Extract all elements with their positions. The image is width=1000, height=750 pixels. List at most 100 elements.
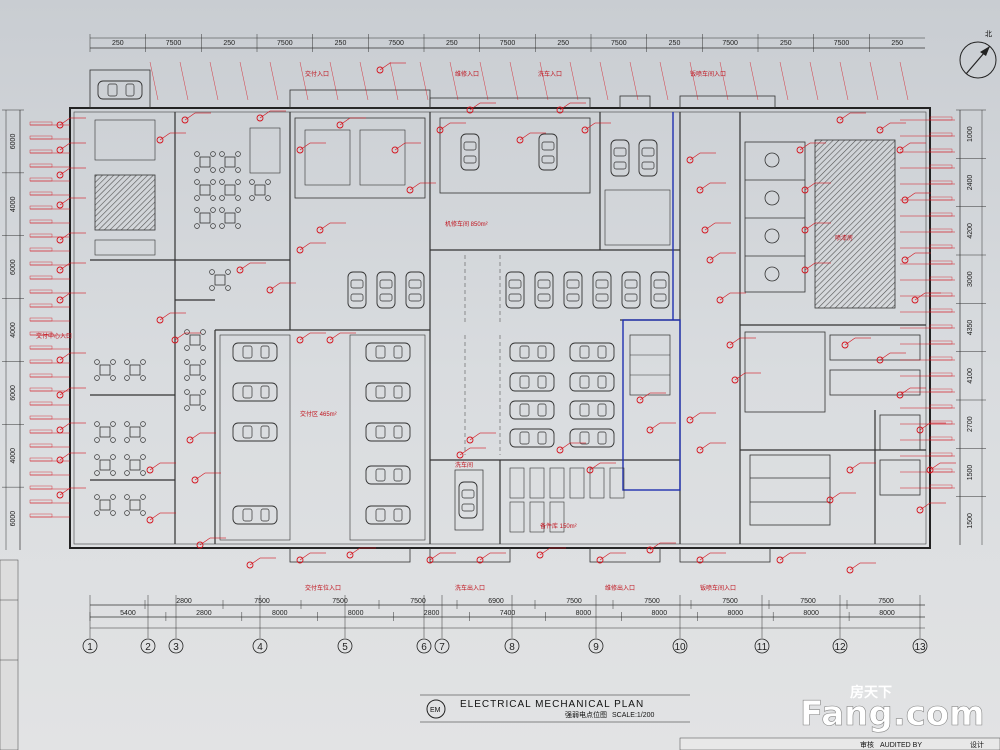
grid-bubble-number: 8 (509, 642, 515, 653)
grid-bubble-number: 13 (914, 642, 926, 653)
grid-bubble (337, 638, 353, 654)
grid-bubble-number: 1 (87, 642, 93, 653)
left-dimension-value: 6000 (10, 259, 17, 275)
grid-bubble-number: 3 (173, 642, 179, 653)
lift-bays-top (294, 117, 671, 246)
top-dimension-value: 250 (891, 40, 903, 47)
bottom-dimension-value: 2800 (176, 598, 192, 605)
grid-bubble (754, 638, 770, 654)
top-entrance-1-label: 交付入口 (305, 70, 329, 78)
top-dimension-value: 250 (669, 40, 681, 47)
grid-bubble-number: 2 (145, 642, 151, 653)
top-dimension-value: 7500 (166, 40, 182, 47)
top-dimension-value: 250 (112, 40, 124, 47)
bottom-dimension-value: 8000 (348, 610, 364, 617)
grid-bubble-number: 7 (439, 642, 445, 653)
left-dimension-value: 4000 (10, 196, 17, 212)
right-dimension-value: 4200 (967, 223, 974, 239)
grid-bubble (912, 638, 928, 654)
bottom-dimension-value: 7500 (332, 598, 348, 605)
right-dimension-value: 4100 (967, 368, 974, 384)
drawing-subtitle: 强弱电点位图 (565, 710, 607, 719)
bottom-dimension-value: 8000 (652, 610, 668, 617)
bottom-dimension-value: 2800 (424, 610, 440, 617)
right-dimension-value: 2700 (967, 416, 974, 432)
blue-partitions (622, 112, 681, 491)
fang-watermark: 房天下 Fang.com (800, 684, 985, 734)
grid-bubble (504, 638, 520, 654)
top-entrance-4-label: 钣喷车间入口 (690, 70, 726, 78)
left-dimension-value: 6000 (10, 385, 17, 401)
north-arrow: 北 (959, 30, 997, 79)
top-dimension-value: 250 (223, 40, 235, 47)
left-dimension-value: 6000 (10, 511, 17, 527)
top-dimension-value: 7500 (611, 40, 627, 47)
grid-bubble-number: 5 (342, 642, 348, 653)
drawing-symbol: EM (430, 707, 441, 714)
bottom-dimension-value: 7500 (254, 598, 270, 605)
bottom-dimension-value: 8000 (803, 610, 819, 617)
delivery-area-label: 交付区 465m² (300, 410, 337, 418)
bottom-dimension-value: 8000 (727, 610, 743, 617)
entrance-labels: 交付中心入口 交付入口 维修入口 洗车入口 钣喷车间入口 交付车位入口 洗车出入… (36, 70, 853, 592)
bottom-dimension-value: 8000 (879, 610, 895, 617)
top-dimension-value: 7500 (277, 40, 293, 47)
right-dimension-value: 1000 (967, 126, 974, 142)
paint-booth (814, 139, 896, 309)
left-dimension-line: 6000 4000 6000 4000 6000 4000 6000 (2, 109, 24, 550)
bottom-dimension-value: 5400 (120, 610, 136, 617)
grid-bubble-number: 6 (421, 642, 427, 653)
left-dimension-value: 4000 (10, 448, 17, 464)
left-dimension-value: 6000 (10, 134, 17, 150)
dashed-guides (464, 255, 501, 455)
parts-shelves (509, 467, 625, 533)
right-dimension-value: 4350 (967, 320, 974, 336)
electrical-annotations (29, 61, 957, 574)
left-entrance-label: 交付中心入口 (36, 332, 72, 340)
top-dimension-value: 7500 (388, 40, 404, 47)
bottom-dimension-value: 7500 (644, 598, 660, 605)
bottom-dimension-value: 8000 (576, 610, 592, 617)
office-furniture (94, 119, 281, 516)
bottom-entrance-2-label: 洗车出入口 (455, 584, 485, 592)
top-dimension-value: 250 (780, 40, 792, 47)
bottom-entrance-1-label: 交付车位入口 (305, 584, 341, 592)
left-dimension-value: 4000 (10, 322, 17, 338)
grid-bubble (832, 638, 848, 654)
top-dimension-value: 7500 (500, 40, 516, 47)
car-wash-label: 洗车间 (455, 461, 473, 469)
delivery-area-cars (219, 334, 426, 541)
grid-bubble (140, 638, 156, 654)
bottom-dimension-value: 7400 (500, 610, 516, 617)
top-dimension-value: 7500 (834, 40, 850, 47)
grid-bubble (252, 638, 268, 654)
drawing-scale: SCALE:1/200 (612, 712, 655, 719)
top-dimension-value: 250 (557, 40, 569, 47)
designer-label: 设计 (970, 740, 984, 749)
bodyshop-equipment (744, 141, 921, 526)
interior-walls (90, 112, 926, 544)
grid-bubble-number: 11 (757, 642, 768, 653)
drawing-title: ELECTRICAL MECHANICAL PLAN (460, 699, 644, 710)
right-dimension-value: 1500 (967, 465, 974, 481)
workshop-label: 机修车间 850m² (445, 220, 488, 228)
grid-bubble (416, 638, 432, 654)
grid-bubble-number: 12 (834, 642, 846, 653)
top-entrance-2-label: 维修入口 (455, 70, 479, 78)
right-dimension-value: 1500 (967, 513, 974, 529)
grid-bubble (588, 638, 604, 654)
grid-bubble (168, 638, 184, 654)
top-entrance-3-label: 洗车入口 (538, 70, 562, 78)
bottom-dimension-value: 6900 (488, 598, 504, 605)
top-dimension-value: 250 (446, 40, 458, 47)
left-title-column (0, 559, 19, 750)
top-dimension-line: 250 7500 250 7500 250 7500 250 7500 250 7500 250 75… (89, 34, 925, 52)
bottom-entrance-4-label: 钣喷车间入口 (700, 584, 736, 592)
drawing-title-block: EM ELECTRICAL MECHANICAL PLAN 强弱电点位图 SCA… (420, 694, 1000, 750)
grid-bubble (434, 638, 450, 654)
audited-by-label: AUDITED BY (880, 742, 922, 749)
